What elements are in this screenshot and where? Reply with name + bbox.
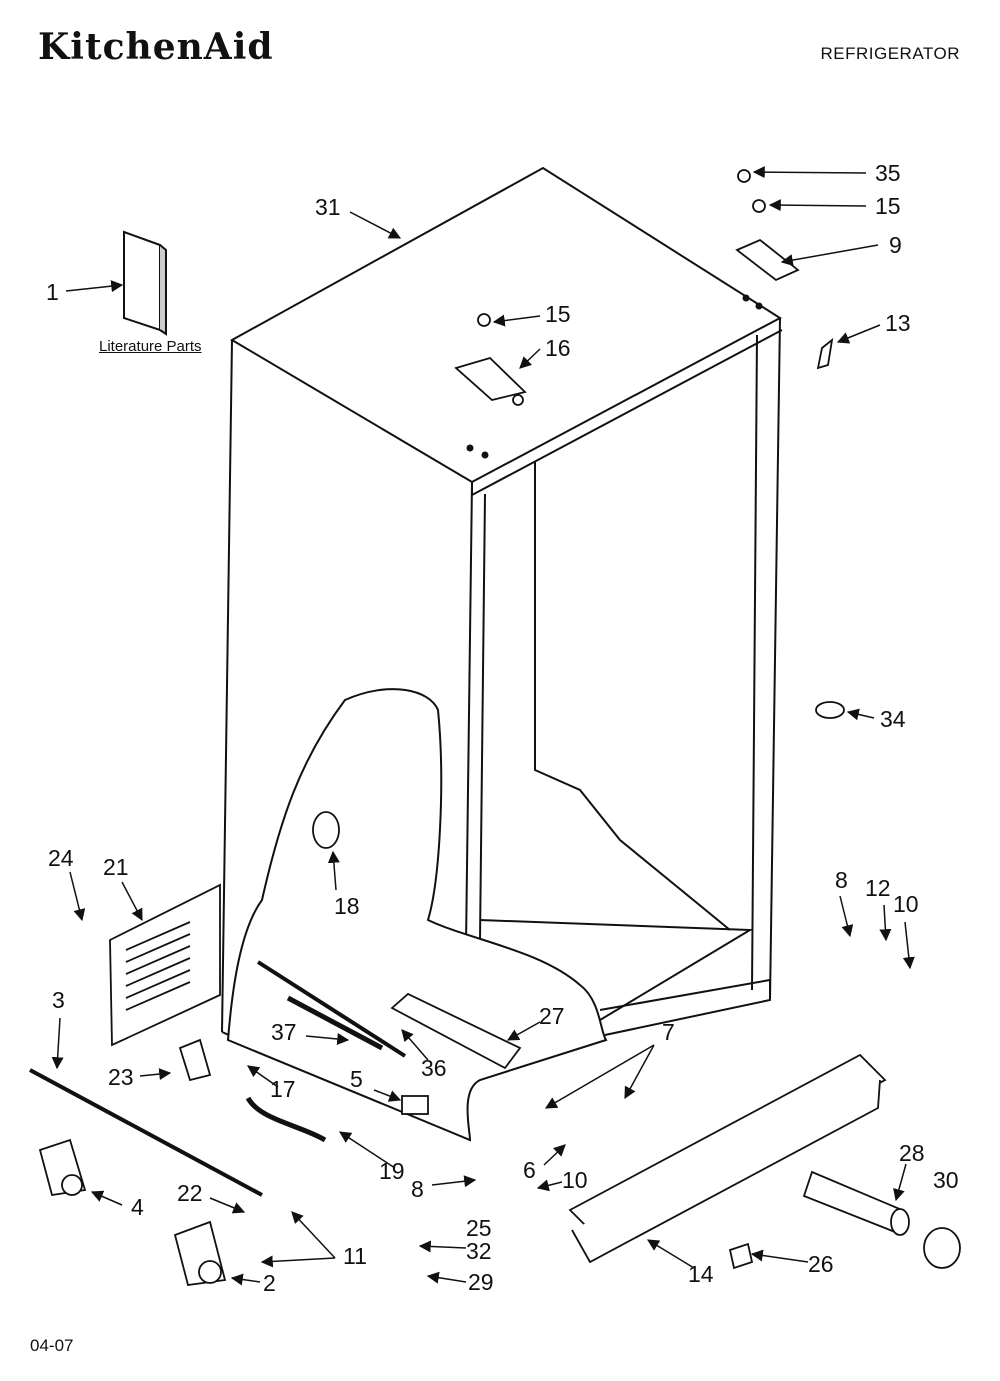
callout-22: 22	[177, 1180, 203, 1206]
access-panel	[109, 883, 221, 1047]
callout-28: 28	[899, 1140, 925, 1166]
callout-30: 30	[933, 1167, 959, 1193]
callout-10a: 10	[893, 891, 919, 917]
callout-labels: 1 2 3 4 5 6 7 8 8 9 10 10 11 12 13 14 15…	[46, 160, 959, 1296]
callout-3: 3	[52, 987, 65, 1013]
roller-part-2	[173, 1220, 227, 1286]
callout-26: 26	[808, 1251, 834, 1277]
callout-37: 37	[271, 1019, 297, 1045]
callout-17: 17	[270, 1076, 296, 1102]
top-hinge	[454, 313, 527, 406]
leader-arrows	[51, 166, 915, 1286]
callout-36: 36	[421, 1055, 447, 1081]
callout-4: 4	[131, 1194, 144, 1220]
callout-15a: 15	[875, 193, 901, 219]
callout-21: 21	[103, 854, 129, 880]
callout-27: 27	[539, 1003, 565, 1029]
callout-24: 24	[48, 845, 74, 871]
drain-part-18	[312, 811, 340, 849]
clip-part-13	[816, 337, 834, 370]
callout-16: 16	[545, 335, 571, 361]
callout-15b: 15	[545, 301, 571, 327]
callout-23: 23	[108, 1064, 134, 1090]
callout-8b: 8	[411, 1176, 424, 1202]
callout-34: 34	[880, 706, 906, 732]
water-filter-part-28	[802, 1170, 910, 1236]
callout-25: 25	[466, 1215, 492, 1241]
block-part-5	[401, 1095, 429, 1115]
callout-13: 13	[885, 310, 911, 336]
bracket-part-23	[178, 1038, 212, 1082]
callout-14: 14	[688, 1261, 714, 1287]
literature-parts-label: Literature Parts	[99, 338, 202, 355]
callout-7: 7	[662, 1019, 675, 1045]
cutaway-region	[226, 688, 608, 1142]
callout-31: 31	[315, 194, 341, 220]
housing-part-27	[390, 992, 522, 1070]
callout-12: 12	[865, 875, 891, 901]
top-right-hinge	[735, 169, 800, 282]
callout-32: 32	[466, 1238, 492, 1264]
callout-8a: 8	[835, 867, 848, 893]
clip-part-26	[728, 1242, 754, 1270]
literature-booklet	[123, 230, 167, 336]
callout-11: 11	[343, 1243, 367, 1269]
brand-logo: KitchenAid	[38, 26, 274, 68]
base-grille	[568, 1053, 887, 1264]
tube-part-37	[286, 995, 384, 1051]
callout-9: 9	[889, 232, 902, 258]
callout-1: 1	[46, 279, 59, 305]
callout-35: 35	[875, 160, 901, 186]
callout-2: 2	[263, 1270, 276, 1296]
callout-19: 19	[379, 1158, 405, 1184]
cabinet	[221, 166, 783, 1141]
callout-29: 29	[468, 1269, 494, 1295]
callout-5: 5	[350, 1066, 363, 1092]
roller-part-4	[38, 1138, 87, 1197]
filter-cap-part-30	[923, 1227, 961, 1269]
hose-part-19	[245, 1096, 327, 1143]
callout-18: 18	[334, 893, 360, 919]
footer-code: 04-07	[30, 1336, 74, 1355]
leveling-rod-part-3	[29, 1068, 263, 1197]
hinge-holes	[466, 294, 763, 459]
callout-10b: 10	[562, 1167, 588, 1193]
page-title: REFRIGERATOR	[820, 44, 960, 63]
washer-part-34	[815, 701, 845, 719]
tube-part-36	[256, 960, 407, 1058]
callout-6: 6	[523, 1157, 536, 1183]
